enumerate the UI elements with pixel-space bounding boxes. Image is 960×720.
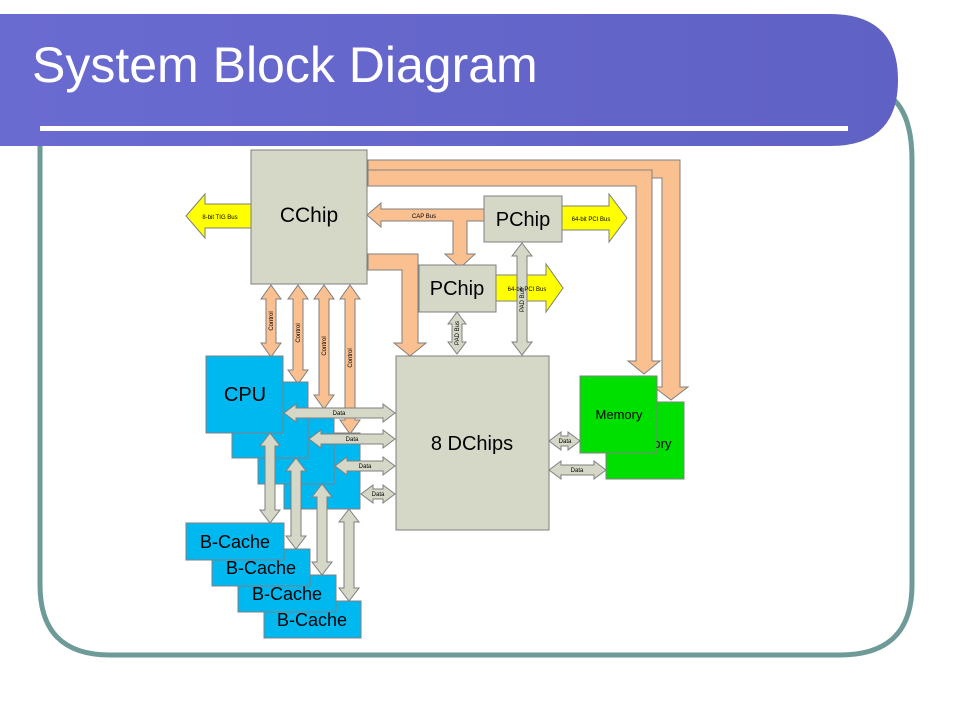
cpu-label: CPU — [224, 384, 266, 406]
cpu-data-label-1: Data — [333, 411, 346, 417]
pad-bus-right-label: PAD Bus — [520, 288, 526, 312]
control-buses — [260, 284, 361, 435]
pchip-mid-block — [418, 264, 497, 313]
pchip-top-block — [483, 195, 563, 243]
control-label-1: Control — [269, 311, 275, 330]
tig-bus-label: 8-bit TIG Bus — [202, 215, 237, 221]
pci-bus-top-arrow — [561, 192, 628, 244]
memory-data-arrow-1 — [548, 431, 581, 451]
pci-bus-mid-label: 64-bit PCI Bus — [508, 287, 547, 293]
cchip-label: CChip — [280, 204, 338, 227]
cpu-data-label-3: Data — [359, 464, 372, 470]
bcache-block-1 — [185, 522, 285, 561]
memory-front-cover — [580, 376, 657, 453]
control-label-4: Control — [348, 348, 354, 367]
cpu-block-1 — [205, 355, 284, 434]
memory-front-label: Memory — [596, 407, 643, 422]
dchips-label: 8 DChips — [431, 433, 513, 455]
cpu-data-arrow-3 — [334, 456, 396, 476]
cap-bus-label: CAP Bus — [412, 214, 436, 220]
pchip-top-label: PChip — [496, 209, 550, 231]
cpu-data-label-2: Data — [346, 437, 359, 443]
cchip-block — [250, 149, 368, 285]
cpu-data-arrows — [283, 403, 396, 504]
bcache-label-1: B-Cache — [200, 532, 270, 552]
memory-data-arrows — [548, 431, 607, 480]
cap-bus — [366, 201, 485, 269]
slide-frame — [37, 85, 915, 658]
memory-data-arrow-2 — [548, 460, 607, 480]
pad-bus-left — [447, 311, 467, 355]
cpu-data-arrow-4 — [360, 484, 396, 504]
title-underline — [40, 126, 848, 131]
cpu-bcache-arrows — [258, 432, 361, 602]
control-label-3: Control — [322, 336, 328, 355]
bcache-label-2: B-Cache — [226, 558, 296, 578]
pchip-mid-label: PChip — [430, 278, 484, 300]
cpu-data-arrow-1 — [283, 403, 396, 423]
control-label-2: Control — [296, 323, 302, 342]
cpu-bcache-arrow-4 — [337, 508, 361, 602]
memory-data-label-2: Data — [571, 468, 584, 474]
memory-data-label-1: Data — [559, 439, 572, 445]
cpu-data-label-4: Data — [372, 492, 385, 498]
slide-title: System Block Diagram — [32, 37, 538, 93]
bcache-label-4: B-Cache — [277, 610, 347, 630]
cchip-dchips-bus — [367, 253, 428, 357]
title-band — [0, 14, 898, 146]
memory-bus-inner — [367, 169, 662, 375]
bcache-label-3: B-Cache — [252, 584, 322, 604]
pad-bus-left-label: PAD Bus — [455, 321, 461, 345]
cpu-data-arrow-2 — [308, 429, 396, 449]
dchips-block — [395, 355, 550, 531]
pad-bus-right — [510, 242, 534, 356]
pci-bus-top-label: 64-bit PCI Bus — [572, 217, 611, 223]
pci-bus-mid-arrow — [495, 262, 564, 314]
